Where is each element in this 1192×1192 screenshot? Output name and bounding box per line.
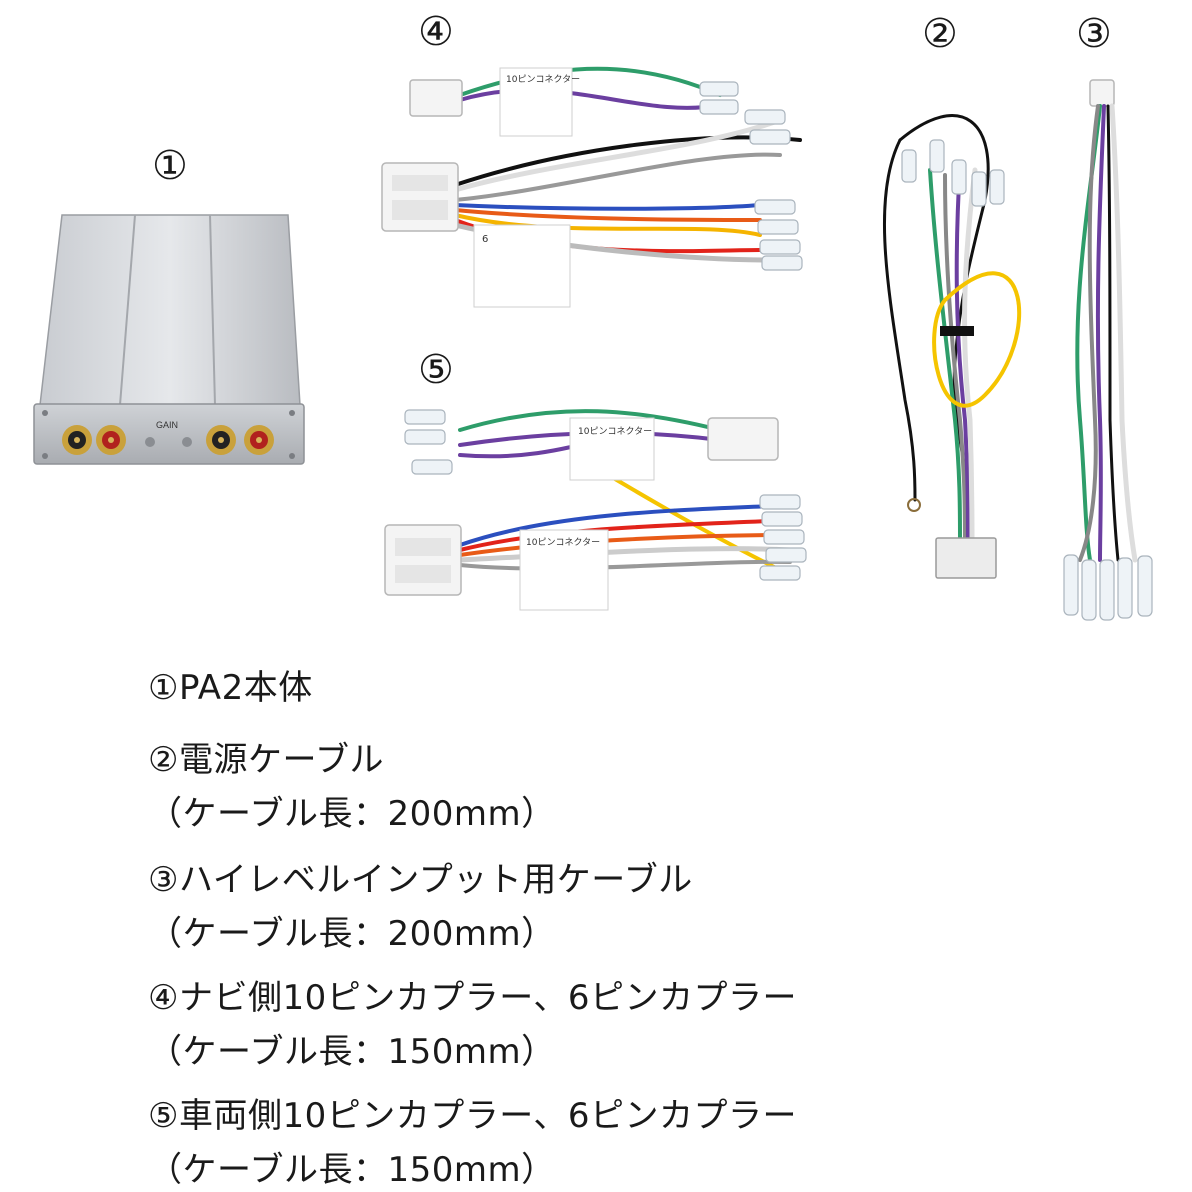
item-number-5: ⑤ [418,347,454,393]
gain-knob [182,437,192,447]
item-subtitle: （ケーブル長：150mm） [148,1150,556,1190]
item-number-2: ② [922,11,958,57]
product-photo: GAIN 10ピンコネクター 6 [33,66,1153,621]
item-title: ②電源ケーブル [148,740,384,780]
item-title: ③ハイレベルインプット用ケーブル [148,860,693,900]
rca-jack [96,425,126,455]
item-title: ⑤車両側10ピンカプラー、6ピンカプラー [148,1096,798,1136]
harness-5: 10ピンコネクター 10ピンコネクター [384,409,807,611]
gain-label: GAIN [156,420,178,430]
harness-4: 10ピンコネクター 6 [381,66,803,308]
item-description-1: ①PA2本体 [148,668,313,708]
harness-tag: 6 [482,234,488,245]
rca-jack [206,425,236,455]
item-subtitle: （ケーブル長：200mm） [148,794,556,834]
amplifier-unit: GAIN [33,214,305,465]
item-title: ①PA2本体 [148,668,313,708]
power-cable [883,114,1022,579]
highlevel-input-cable [1063,79,1153,621]
item-number-1: ① [152,143,188,189]
item-number-4: ④ [418,9,454,55]
harness-tag: 10ピンコネクター [506,74,580,85]
rca-jack [244,425,274,455]
item-title: ④ナビ側10ピンカプラー、6ピンカプラー [148,978,798,1018]
harness-tag: 10ピンコネクター [526,537,600,548]
item-description-5: ⑤車両側10ピンカプラー、6ピンカプラー （ケーブル長：150mm） [148,1096,797,1190]
item-subtitle: （ケーブル長：200mm） [148,914,556,954]
rca-jack [62,425,92,455]
item-subtitle: （ケーブル長：150mm） [148,1032,556,1072]
item-description-2: ②電源ケーブル （ケーブル長：200mm） [148,740,556,834]
item-description-3: ③ハイレベルインプット用ケーブル （ケーブル長：200mm） [148,860,693,954]
gain-knob [145,437,155,447]
item-description-4: ④ナビ側10ピンカプラー、6ピンカプラー （ケーブル長：150mm） [148,978,797,1072]
harness-tag: 10ピンコネクター [578,426,652,437]
item-number-3: ③ [1076,11,1112,57]
